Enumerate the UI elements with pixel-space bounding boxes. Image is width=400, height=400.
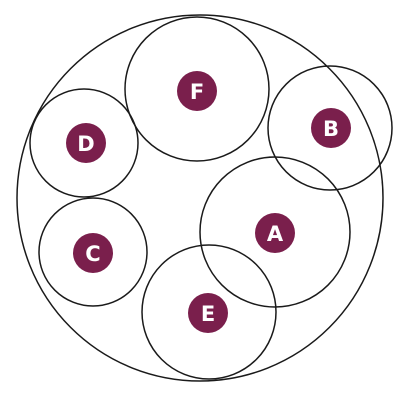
badge-d — [66, 123, 106, 163]
badge-f — [177, 71, 217, 111]
circle-d — [29, 88, 139, 198]
circle-c — [38, 197, 148, 307]
outer-circle — [16, 14, 384, 382]
circle-badges: F B D A C E — [66, 71, 351, 333]
circle-e — [141, 244, 277, 380]
circle-b — [267, 65, 393, 191]
label-a: A — [267, 222, 284, 246]
circle-outlines — [16, 14, 393, 382]
badge-b — [311, 108, 351, 148]
label-d: D — [77, 132, 94, 156]
circle-a — [199, 156, 351, 308]
label-f: F — [190, 80, 204, 104]
label-e: E — [201, 302, 215, 326]
badge-c — [73, 233, 113, 273]
label-b: B — [323, 117, 339, 141]
badge-a — [255, 213, 295, 253]
circle-f — [124, 16, 270, 162]
label-c: C — [85, 242, 100, 266]
badge-e — [188, 293, 228, 333]
